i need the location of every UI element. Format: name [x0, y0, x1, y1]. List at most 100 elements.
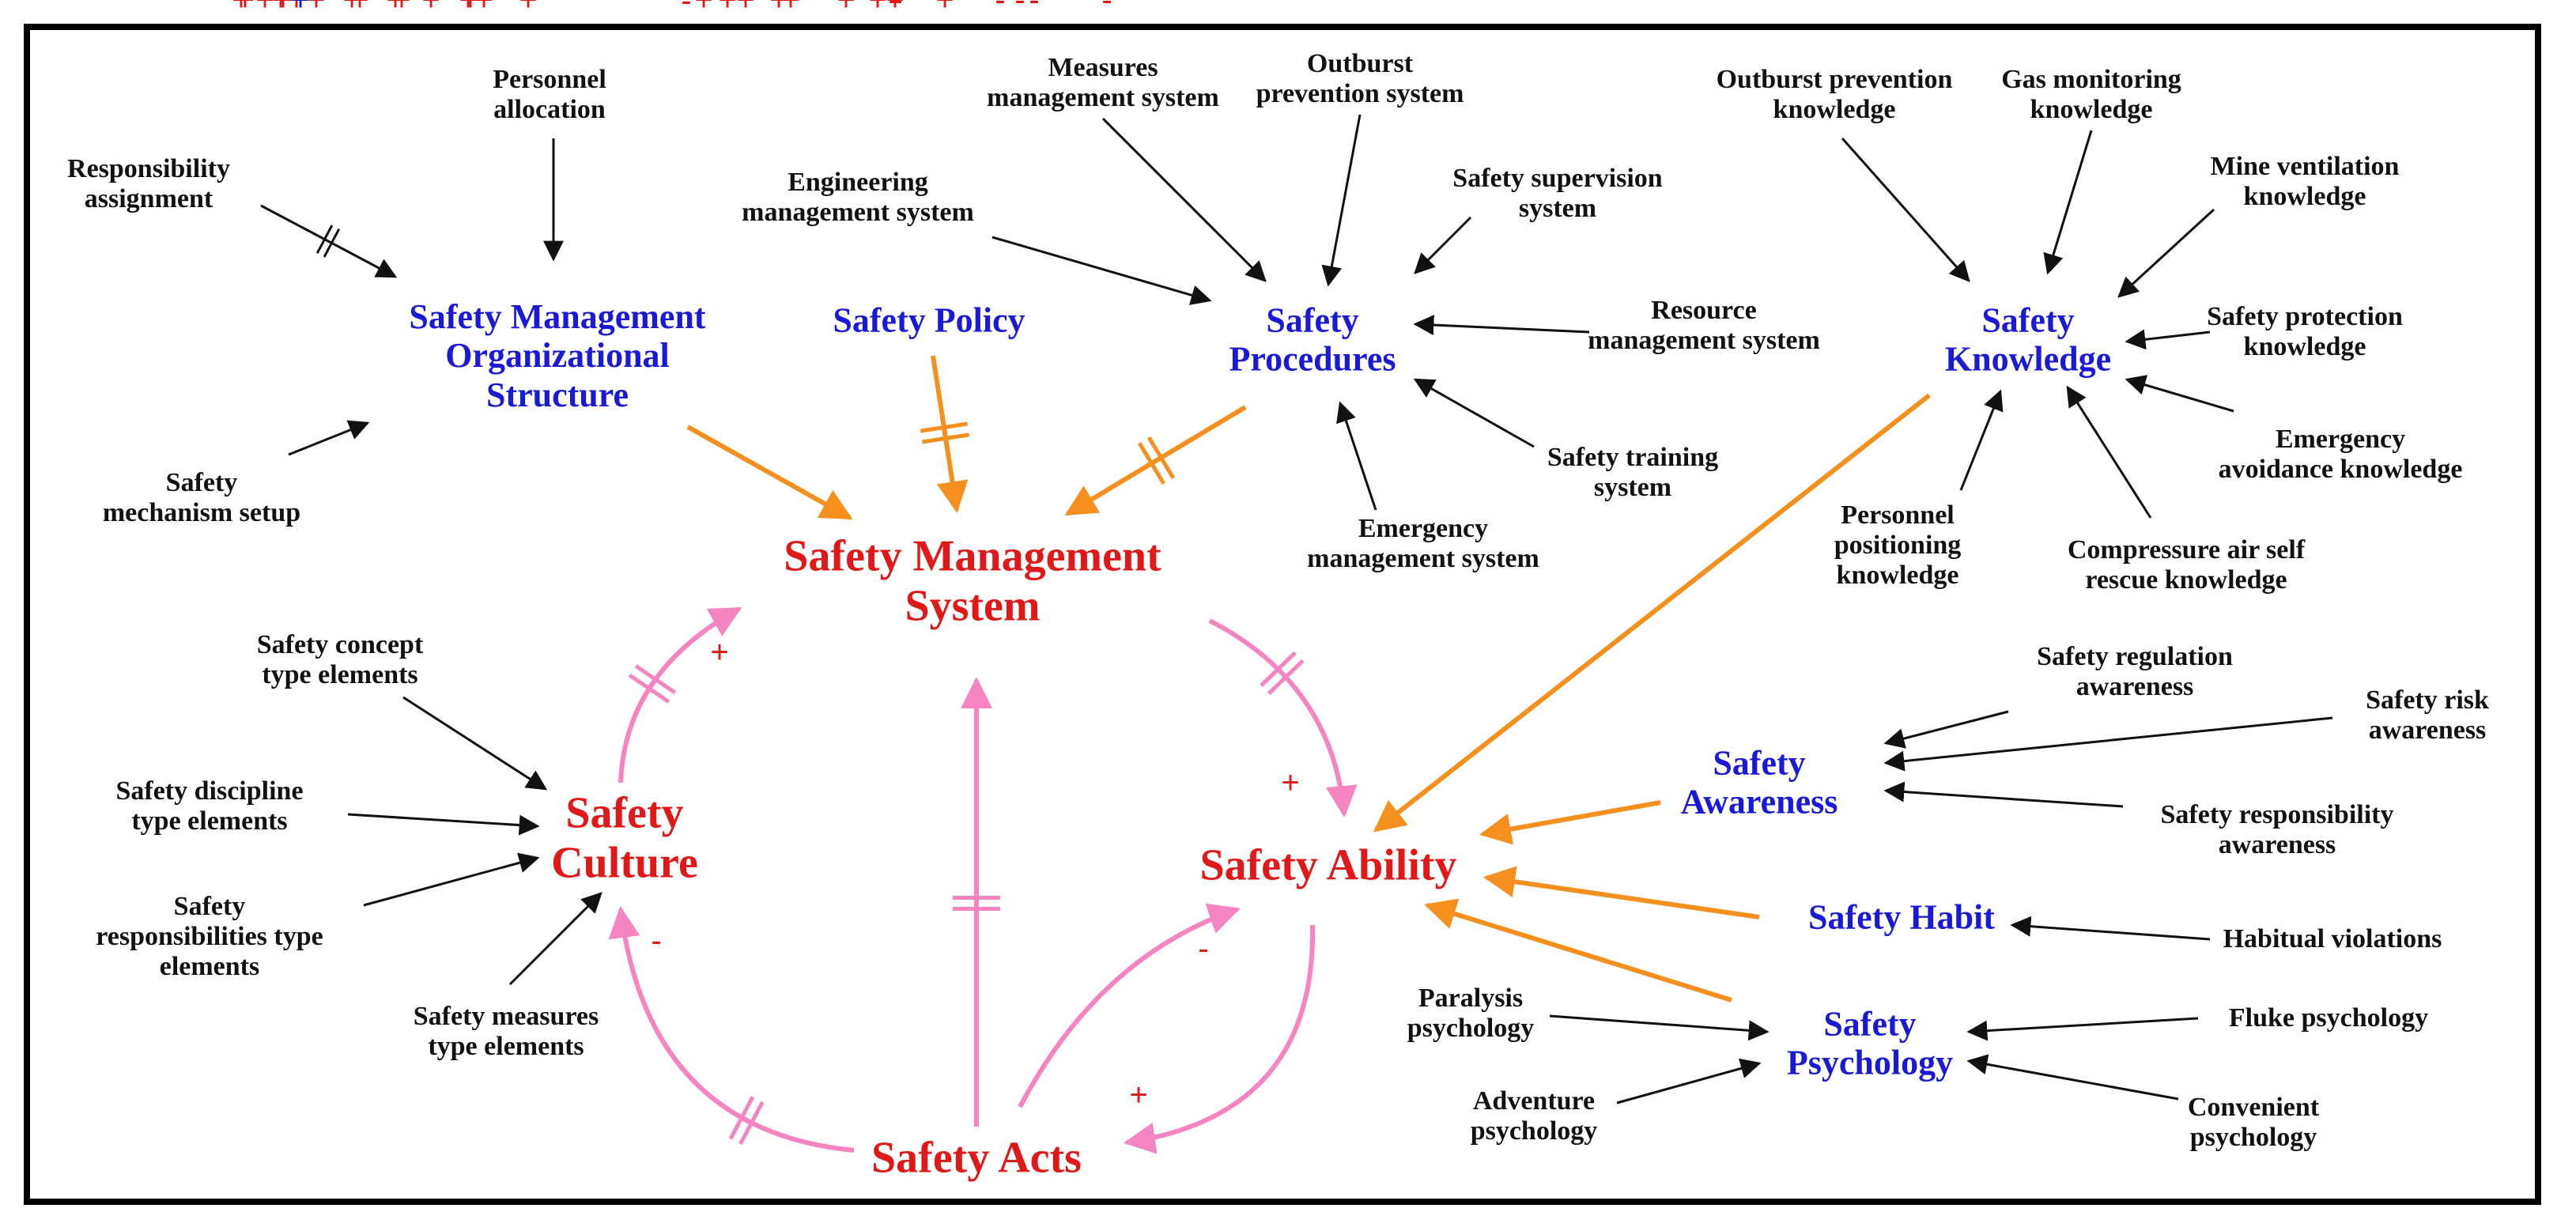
- polarity-minus: -: [888, 0, 899, 17]
- node-protection-k: Safety protection knowledge: [2207, 301, 2403, 361]
- polarity-minus: -: [1101, 0, 1112, 17]
- polarity-plus: +: [1281, 765, 1300, 800]
- node-compressure-k: Compressure air self rescue knowledge: [2067, 534, 2306, 595]
- link-resource-ms-to-procedures: [1413, 315, 1590, 336]
- delay-mark: [1137, 436, 1176, 485]
- link-regulation-aw-to-awareness: [1883, 710, 2009, 749]
- link-positioning-k-to-knowledge: [1959, 389, 2004, 491]
- polarity-plus: +: [291, 0, 310, 17]
- node-risk-aw: Safety risk awareness: [2366, 685, 2489, 745]
- link-paralysis-to-psychology: [1549, 1014, 1770, 1041]
- node-knowledge: Safety Knowledge: [1944, 300, 2112, 379]
- link-knowledge-to-ability: [1373, 393, 1931, 833]
- link-resp-assign-to-smos: [260, 204, 398, 278]
- node-ability: Safety Ability: [1199, 840, 1457, 890]
- polarity-minus: -: [1014, 0, 1025, 17]
- link-gas-k-to-knowledge: [2043, 130, 2093, 275]
- polarity-plus: +: [232, 0, 251, 17]
- polarity-plus: +: [694, 0, 713, 17]
- link-outburst-ps-to-procedures: [1321, 114, 1362, 287]
- link-training-to-procedures: [1413, 378, 1535, 448]
- link-fluke-to-psychology: [1966, 1017, 2199, 1041]
- link-sms-to-ability: [1208, 618, 1358, 818]
- node-resp-assign: Responsibility assignment: [67, 153, 230, 213]
- link-supervision-to-procedures: [1414, 216, 1472, 274]
- polarity-minus: -: [1029, 0, 1040, 17]
- node-paralysis: Paralysis psychology: [1407, 983, 1535, 1043]
- node-habitual: Habitual violations: [2223, 923, 2442, 953]
- link-measures-ms-to-procedures: [1101, 117, 1267, 282]
- polarity-plus: +: [781, 0, 800, 17]
- polarity-plus: +: [1129, 1078, 1148, 1112]
- node-responsibility-aw: Safety responsibility awareness: [2160, 799, 2394, 859]
- link-policy-to-sms: [931, 355, 969, 513]
- link-psychology-to-ability: [1424, 898, 1732, 1003]
- node-policy: Safety Policy: [833, 300, 1025, 340]
- node-outburst-ps: Outburst prevention system: [1256, 48, 1464, 108]
- polarity-plus: +: [274, 0, 293, 17]
- polarity-minus: -: [1198, 931, 1209, 966]
- link-emergency-ms-to-procedures: [1336, 401, 1377, 511]
- node-acts: Safety Acts: [871, 1133, 1082, 1183]
- polarity-minus: -: [681, 0, 692, 18]
- node-procedures: Safety Procedures: [1229, 300, 1396, 379]
- node-avoidance-k: Emergency avoidance knowledge: [2218, 424, 2463, 484]
- link-discipline-el-to-culture: [347, 813, 540, 836]
- polarity-plus: +: [868, 0, 887, 17]
- node-personnel-alloc: Personnel allocation: [493, 64, 606, 124]
- link-outburst-k-to-knowledge: [1841, 138, 1970, 282]
- delay-mark: [953, 896, 1000, 911]
- link-acts-to-ability: [1018, 903, 1241, 1108]
- link-adventure-to-psychology: [1616, 1058, 1762, 1105]
- node-awareness: Safety Awareness: [1680, 743, 1838, 821]
- polarity-plus: +: [236, 0, 255, 17]
- node-emergency-ms: Emergency management system: [1307, 513, 1539, 573]
- node-fluke: Fluke psychology: [2228, 1003, 2429, 1033]
- node-gas-k: Gas monitoring knowledge: [2001, 64, 2181, 124]
- polarity-plus: +: [718, 0, 737, 17]
- link-engineering-ms-to-procedures: [991, 236, 1212, 305]
- node-training: Safety training system: [1547, 442, 1719, 502]
- node-concept-el: Safety concept type elements: [256, 629, 424, 689]
- polarity-plus: +: [255, 0, 274, 17]
- link-awareness-to-ability: [1479, 800, 1661, 845]
- link-ability-to-acts: [1124, 924, 1316, 1154]
- polarity-plus: +: [287, 0, 306, 18]
- link-procedures-to-sms: [1064, 405, 1247, 516]
- node-mech-setup: Safety mechanism setup: [102, 467, 301, 527]
- polarity-plus: +: [459, 0, 478, 18]
- polarity-minus: -: [892, 0, 903, 17]
- polarity-plus: +: [350, 0, 369, 17]
- node-discipline-el: Safety discipline type elements: [115, 776, 304, 836]
- link-acts-to-culture: [608, 906, 855, 1153]
- link-smos-to-sms: [686, 425, 853, 520]
- link-measures-el-to-culture: [508, 892, 602, 986]
- polarity-plus: +: [421, 0, 440, 17]
- delay-mark: [728, 1096, 765, 1146]
- node-resource-ms: Resource management system: [1588, 295, 1820, 355]
- delay-mark: [628, 664, 677, 704]
- polarity-plus: +: [461, 0, 480, 17]
- link-habit-to-ability: [1483, 866, 1760, 919]
- node-culture: Safety Culture: [551, 788, 698, 887]
- polarity-plus: +: [342, 0, 361, 17]
- link-concept-el-to-culture: [402, 696, 548, 791]
- polarity-plus: +: [769, 0, 788, 17]
- polarity-plus: +: [935, 0, 954, 17]
- polarity-plus: +: [519, 0, 538, 17]
- node-supervision: Safety supervision system: [1452, 163, 1663, 223]
- polarity-plus: +: [837, 0, 856, 17]
- delay-mark: [1260, 651, 1305, 696]
- node-adventure: Adventure psychology: [1470, 1086, 1598, 1146]
- polarity-plus: +: [287, 0, 306, 17]
- link-responsibility-aw-to-awareness: [1883, 781, 2124, 808]
- node-ventilation-k: Mine ventilation knowledge: [2210, 151, 2400, 211]
- polarity-plus: +: [232, 0, 251, 17]
- node-engineering-ms: Engineering management system: [742, 167, 974, 227]
- node-measures-ms: Measures management system: [987, 52, 1219, 112]
- node-psychology: Safety Psychology: [1786, 1004, 1954, 1082]
- polarity-plus: +: [474, 0, 493, 18]
- node-smos: Safety Management Organizational Structu…: [409, 297, 706, 414]
- node-convenient: Convenient psychology: [2187, 1092, 2320, 1152]
- diagram-frame: [24, 24, 2541, 1205]
